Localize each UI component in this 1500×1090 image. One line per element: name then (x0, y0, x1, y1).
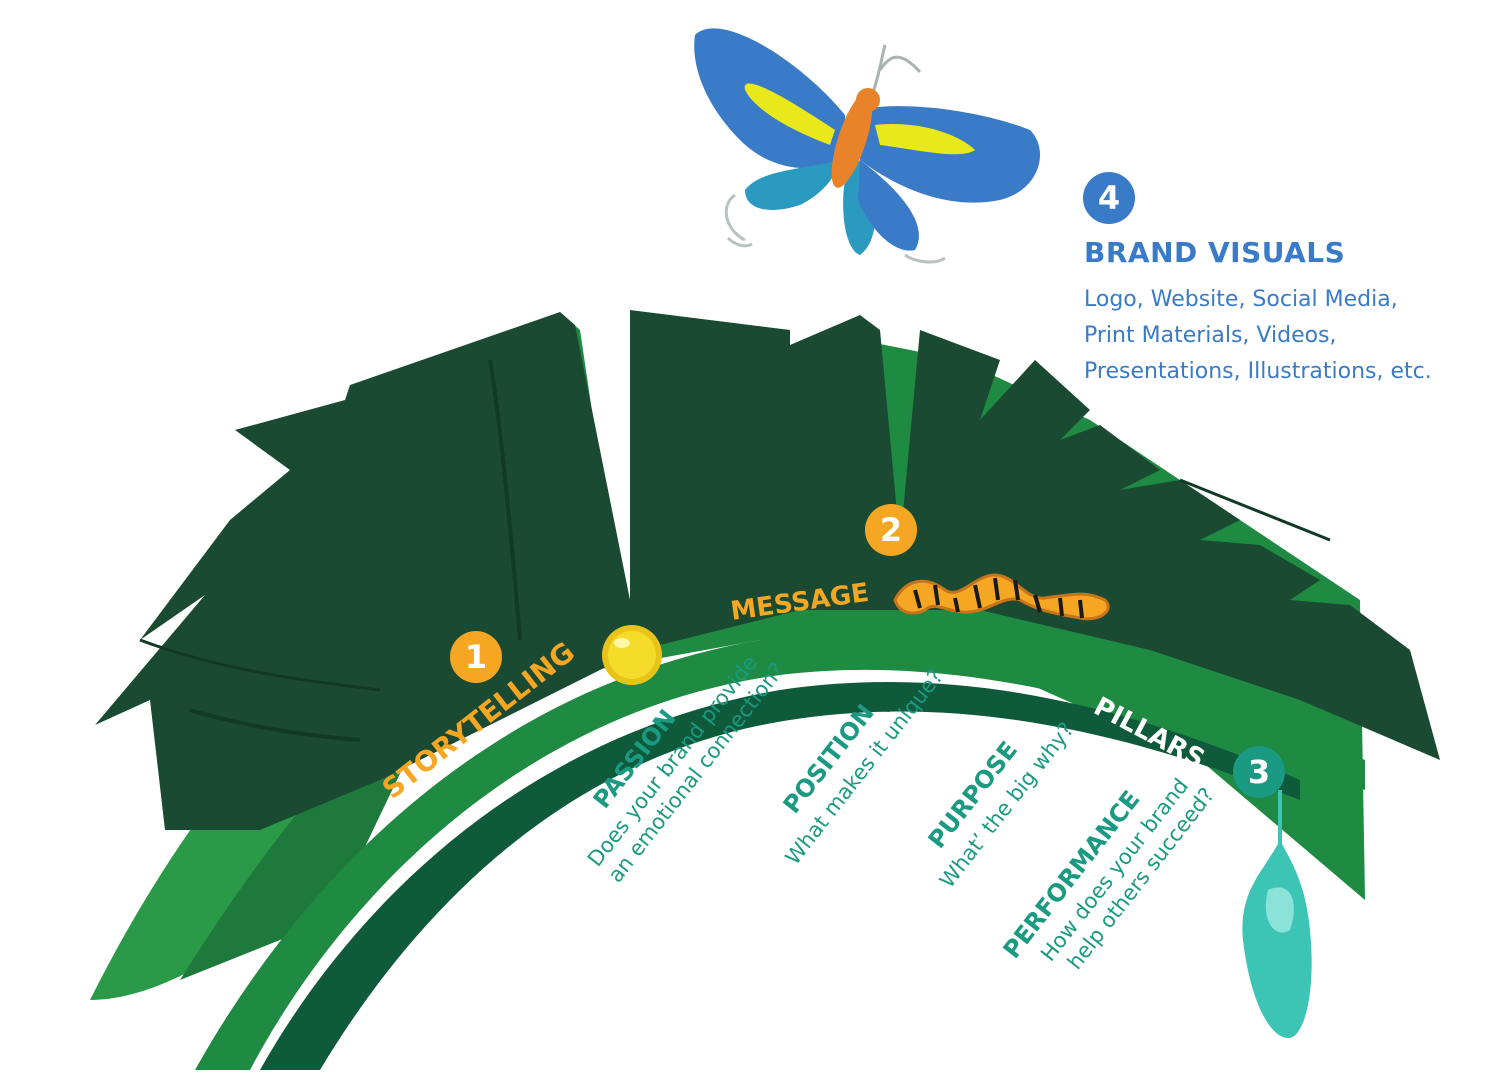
leaf-illustration (90, 310, 1440, 1070)
brand-visuals-line: Logo, Website, Social Media, (1084, 287, 1398, 312)
brand-visuals-line: Presentations, Illustrations, etc. (1084, 359, 1432, 384)
stage-badge-1: 1 (450, 631, 502, 683)
stage-number: 1 (465, 638, 487, 676)
stage-badge-2: 2 (865, 504, 917, 556)
egg-icon (602, 625, 662, 685)
cocoon-icon (1242, 790, 1312, 1039)
stage-badge-3: 3 (1233, 746, 1285, 798)
butterfly-icon (694, 28, 1040, 264)
stage-number: 3 (1248, 753, 1270, 791)
pillar-purpose: PURPOSE What’ the big why? (923, 718, 1079, 893)
stage-number: 4 (1098, 179, 1120, 217)
caterpillar-icon (893, 573, 1110, 621)
brand-visuals-title: BRAND VISUALS (1084, 236, 1346, 269)
brand-visuals-line: Print Materials, Videos, (1084, 323, 1337, 348)
stage-badge-4: 4 (1083, 172, 1135, 224)
stage-number: 2 (880, 511, 902, 549)
brand-visuals-description: Logo, Website, Social Media, Print Mater… (1084, 282, 1484, 390)
